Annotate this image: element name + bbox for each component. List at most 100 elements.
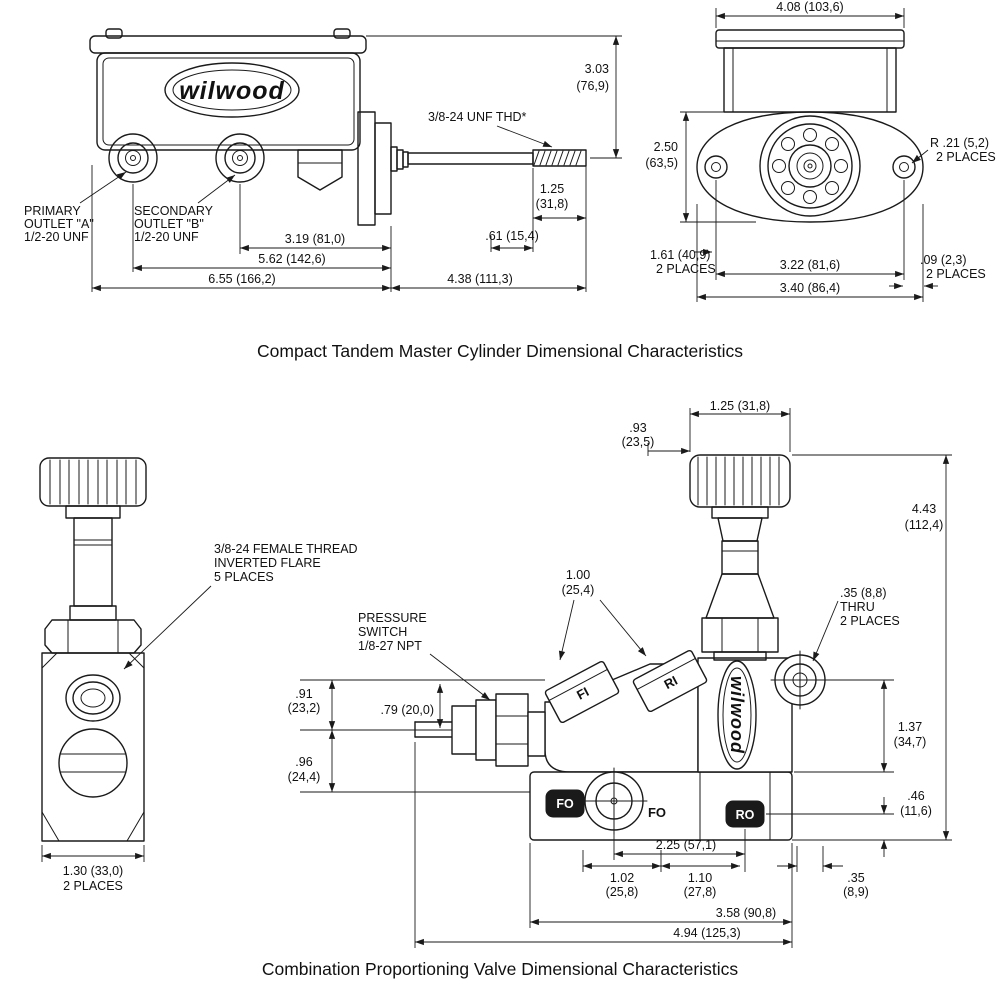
- secondary-outlet-label-3: 1/2-20 UNF: [134, 230, 199, 244]
- dim-thru-3: 2 PLACES: [840, 614, 900, 628]
- front-inlet-port: [544, 660, 620, 724]
- dim-0-96: .96: [295, 755, 312, 769]
- rear-inlet-port: [632, 649, 708, 713]
- dim-0-96-mm: (24,4): [288, 770, 321, 784]
- dim-thru: .35 (8,8): [840, 586, 887, 600]
- valve-side-dimensions: [41, 585, 212, 862]
- dim-1-37: 1.37: [898, 720, 922, 734]
- dim-0-93-mm: (23,5): [622, 435, 655, 449]
- dim-3-22: 3.22 (81,6): [780, 258, 840, 272]
- dim-1-10: 1.10: [688, 871, 712, 885]
- threaded-rod-end: [532, 149, 587, 167]
- dim-3-19: 3.19 (81,0): [285, 232, 345, 246]
- left-bolt-hole: [704, 155, 728, 179]
- secondary-outlet-port: [215, 133, 265, 183]
- master-side-dimension-text: 3.03 (76,9) 3/8-24 UNF THD* 1.25 (31,8) …: [24, 62, 609, 286]
- valve-stem: [73, 517, 113, 607]
- wilwood-logo-valve: wilwood: [727, 676, 747, 754]
- dim-0-93: .93: [629, 421, 646, 435]
- reservoir-lid: [89, 35, 367, 54]
- master-end-dimension-text: 4.08 (103,6) 2.50 (63,5) R .21 (5,2) 2 P…: [645, 0, 995, 295]
- prop-valve-caption: Combination Proportioning Valve Dimensio…: [262, 959, 739, 979]
- hex-nut-side: [44, 619, 142, 654]
- valve-body-side: [41, 652, 145, 842]
- primary-outlet-label-3: 1/2-20 UNF: [24, 230, 89, 244]
- dim-1-02-mm: (25,8): [606, 885, 639, 899]
- dim-5-62: 5.62 (142,6): [258, 252, 325, 266]
- valve-main-dimensions: [300, 408, 952, 948]
- primary-outlet-label-1: PRIMARY: [24, 204, 81, 218]
- dim-4-08: 4.08 (103,6): [776, 0, 843, 14]
- pressure-switch-label-3: 1/8-27 NPT: [358, 639, 422, 653]
- dim-0-61: .61 (15,4): [485, 229, 539, 243]
- pressure-switch-hex: [495, 693, 529, 767]
- port-label-fo-left: FO: [556, 797, 574, 811]
- logo-oval-valve: [717, 660, 757, 770]
- bore-boss: [759, 115, 861, 217]
- dim-3-40: 3.40 (86,4): [780, 281, 840, 295]
- logo-oval: [164, 62, 300, 118]
- dim-knob-1-25: 1.25 (31,8): [710, 399, 770, 413]
- dim-3-03: 3.03: [585, 62, 609, 76]
- dim-4-43-mm: (112,4): [905, 518, 944, 532]
- dim-0-35-mm: (8,9): [843, 885, 869, 899]
- adjuster-knob: [689, 454, 791, 508]
- dim-3-58: 3.58 (90,8): [716, 906, 776, 920]
- dim-1-00: 1.00: [566, 568, 590, 582]
- valve-main-dimension-text: 1.25 (31,8) .93 (23,5) 4.43 (112,4) 1.00…: [288, 399, 944, 940]
- dim-2-50: 2.50: [654, 140, 678, 154]
- reservoir-lid-end: [715, 29, 905, 49]
- dim-1-61: 1.61 (40,9): [650, 248, 710, 262]
- port-label-fo-mid: FO: [648, 805, 666, 820]
- dim-2-25: 2.25 (57,1): [656, 838, 716, 852]
- female-thread-label-1: 3/8-24 FEMALE THREAD: [214, 542, 358, 556]
- master-cylinder-end-view: [696, 29, 924, 223]
- reservoir-body: [96, 52, 361, 151]
- female-thread-label-3: 5 PLACES: [214, 570, 274, 584]
- hex-nut-main: [701, 617, 779, 653]
- valve-main-view: [414, 454, 830, 841]
- pressure-switch-body: [451, 705, 477, 755]
- mounting-flange-end: [696, 111, 924, 223]
- adjuster-knob-side: [39, 457, 147, 507]
- dim-4-94: 4.94 (125,3): [673, 926, 740, 940]
- wilwood-logo: wilwood: [179, 77, 285, 105]
- dim-1-30: 1.30 (33,0): [63, 864, 123, 878]
- dim-2-50-mm: (63,5): [645, 156, 678, 170]
- dim-radius-places: 2 PLACES: [936, 150, 996, 164]
- master-cylinder-caption: Compact Tandem Master Cylinder Dimension…: [257, 341, 743, 361]
- dim-1-25-mm: (31,8): [536, 197, 569, 211]
- master-cylinder-side-view: [89, 28, 587, 226]
- pressure-switch-label-2: SWITCH: [358, 625, 407, 639]
- dim-1-02: 1.02: [610, 871, 634, 885]
- female-thread-label-2: INVERTED FLARE: [214, 556, 321, 570]
- dim-0-09: .09 (2,3): [920, 253, 967, 267]
- secondary-outlet-label-1: SECONDARY: [134, 204, 214, 218]
- right-bolt-hole: [892, 155, 916, 179]
- reservoir-end: [723, 47, 897, 113]
- primary-outlet-port: [108, 133, 158, 183]
- valve-side-text: 1.30 (33,0) 2 PLACES 3/8-24 FEMALE THREA…: [63, 542, 358, 893]
- dim-1-37-mm: (34,7): [894, 735, 927, 749]
- dim-thru-2: THRU: [840, 600, 875, 614]
- dim-0-46-mm: (11,6): [900, 804, 932, 818]
- push-rod: [407, 152, 534, 165]
- dim-0-09-places: 2 PLACES: [926, 267, 986, 281]
- port-label-ro: RO: [736, 808, 755, 822]
- pressure-switch-label-1: PRESSURE: [358, 611, 427, 625]
- dim-4-38: 4.38 (111,3): [447, 272, 513, 286]
- dim-1-10-mm: (27,8): [684, 885, 717, 899]
- dim-0-79: .79 (20,0): [380, 703, 434, 717]
- primary-outlet-label-2: OUTLET "A": [24, 217, 94, 231]
- valve-side-view: [39, 457, 147, 842]
- dim-1-25: 1.25: [540, 182, 564, 196]
- dim-0-91: .91: [295, 687, 312, 701]
- dim-1-61-places: 2 PLACES: [656, 262, 716, 276]
- dim-0-46: .46: [907, 789, 924, 803]
- fo-left-plate: [545, 789, 585, 818]
- dim-6-55: 6.55 (166,2): [208, 272, 275, 286]
- dim-1-00-mm: (25,4): [562, 583, 595, 597]
- dim-radius: R .21 (5,2): [930, 136, 989, 150]
